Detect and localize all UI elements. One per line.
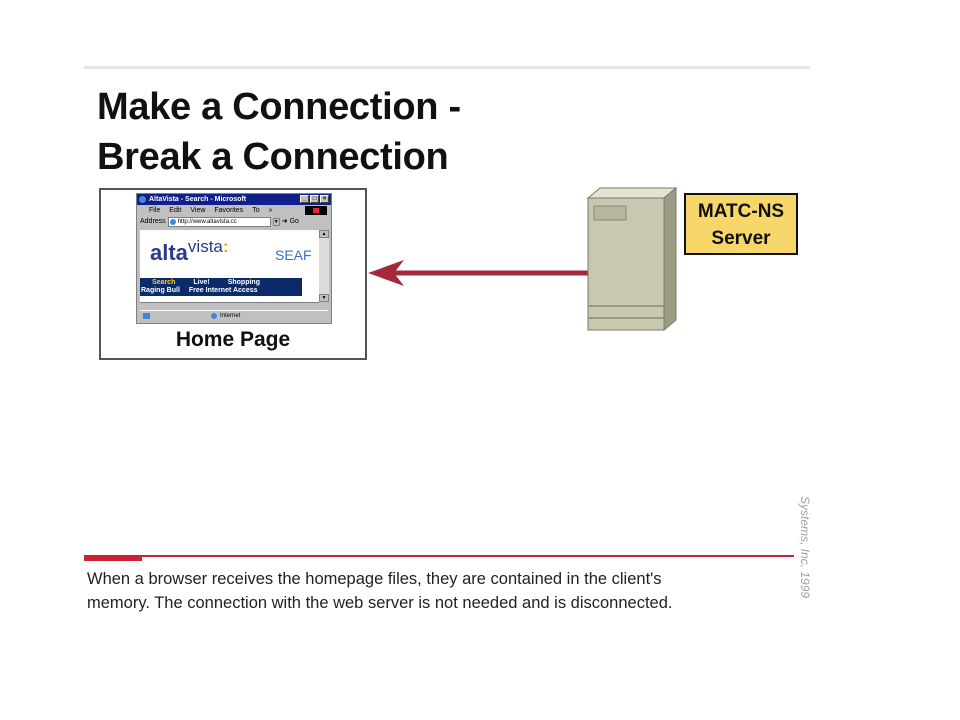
arrow-head	[368, 260, 404, 286]
logo-alta: alta	[150, 240, 188, 265]
vertical-scrollbar[interactable]: ▲ ▼	[319, 230, 329, 302]
logo-vista: vista	[187, 237, 223, 256]
address-dropdown-icon[interactable]: ▼	[272, 218, 280, 226]
browser-title-bar: AltaVista - Search - Microsoft _ □ ×	[137, 194, 331, 205]
bottom-rule	[84, 555, 794, 557]
address-bar: Address http://www.altavista.cc ▼ ➜ Go	[137, 216, 331, 228]
nav-raging-bull[interactable]: Raging Bull	[141, 287, 180, 294]
internet-zone-icon	[211, 313, 217, 319]
menu-favorites[interactable]: Favorites	[214, 207, 244, 214]
status-bar: Internet	[140, 310, 328, 321]
go-button[interactable]: Go	[289, 218, 299, 225]
nav-free-internet[interactable]: Free Internet Access	[188, 287, 258, 294]
connection-arrow	[368, 260, 588, 286]
caption-line-2: memory. The connection with the web serv…	[87, 594, 673, 612]
menu-tools[interactable]: To	[252, 207, 260, 214]
maximize-icon[interactable]: □	[310, 195, 319, 203]
horizontal-scrollbar[interactable]	[140, 302, 319, 310]
status-page-icon	[143, 313, 150, 319]
browser-menu-bar: File Edit View Favorites To »	[137, 205, 331, 216]
ie-icon	[139, 196, 146, 203]
nav-shopping[interactable]: Shopping	[227, 279, 260, 286]
home-page-label: Home Page	[175, 328, 291, 351]
search-text: SEAF	[275, 247, 312, 263]
title-line-2: Break a Connection	[97, 136, 449, 178]
menu-more[interactable]: »	[268, 207, 273, 214]
caption: When a browser receives the homepage fil…	[87, 567, 807, 615]
window-controls: _ □ ×	[300, 195, 329, 203]
server-label: MATC-NS Server	[684, 193, 798, 255]
menu-view[interactable]: View	[190, 207, 206, 214]
go-arrow-icon[interactable]: ➜	[281, 218, 288, 225]
status-zone: Internet	[220, 313, 241, 319]
nav-search[interactable]: Search	[152, 279, 176, 286]
scroll-up-icon[interactable]: ▲	[319, 230, 329, 238]
menu-file[interactable]: File	[149, 207, 161, 214]
browser-window: AltaVista - Search - Microsoft _ □ × Fil…	[136, 193, 332, 324]
top-rule	[84, 66, 810, 69]
scroll-down-icon[interactable]: ▼	[319, 294, 329, 302]
server-label-line-1: MATC-NS	[697, 201, 785, 222]
server-icon	[586, 186, 678, 332]
menu-edit[interactable]: Edit	[169, 207, 182, 214]
browser-window-title: AltaVista - Search - Microsoft	[149, 196, 247, 203]
home-page-box: AltaVista - Search - Microsoft _ □ × Fil…	[99, 188, 367, 360]
address-label: Address	[140, 218, 166, 225]
altavista-nav: Search Live! Shopping Raging Bull Free I…	[140, 278, 302, 296]
minimize-icon[interactable]: _	[300, 195, 309, 203]
slide-title: Make a Connection - Break a Connection	[97, 82, 461, 182]
windows-logo-icon	[305, 206, 327, 215]
address-value: http://www.altavista.cc	[177, 219, 237, 225]
title-line-1: Make a Connection -	[97, 86, 461, 128]
nav-live[interactable]: Live!	[193, 279, 210, 286]
page-icon	[169, 219, 176, 225]
bottom-accent	[84, 555, 142, 561]
altavista-logo: altavista:	[150, 238, 229, 265]
address-input[interactable]: http://www.altavista.cc	[167, 217, 271, 227]
caption-line-1: When a browser receives the homepage fil…	[87, 570, 662, 588]
logo-colon: :	[222, 237, 229, 256]
copyright-notice: Systems, Inc. 1999	[796, 496, 820, 636]
close-icon[interactable]: ×	[320, 195, 329, 203]
server-label-line-2: Server	[711, 228, 771, 249]
browser-content: altavista: SEAF Search Live! Shopping Ra…	[140, 230, 319, 302]
